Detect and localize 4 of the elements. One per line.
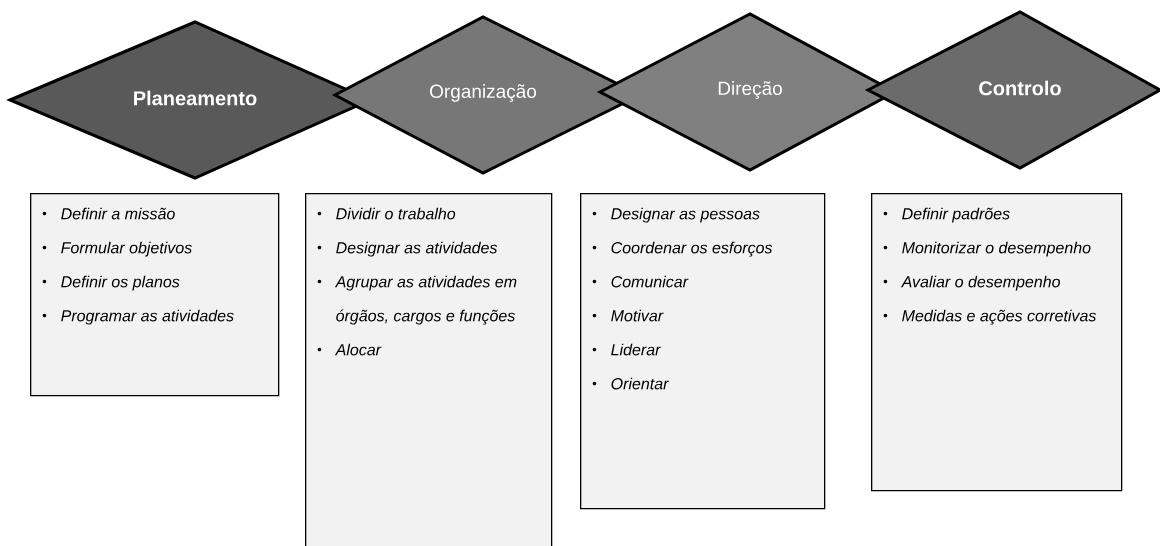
list-box: Dividir o trabalho Designar as atividades Agrupar as atividades em órgãos, cargos e funções Alocar — [305, 193, 553, 546]
list-box: Definir padrões Monitorizar o desempenho Avaliar o desempenho Medidas e ações corretivas — [871, 193, 1123, 492]
list-box: Designar as pessoas Coordenar os esforços Comunicar Motivar Liderar Orientar — [580, 193, 826, 510]
list-box: Definir a missão Formular objetivos Definir os planos Programar as atividades — [30, 193, 280, 397]
